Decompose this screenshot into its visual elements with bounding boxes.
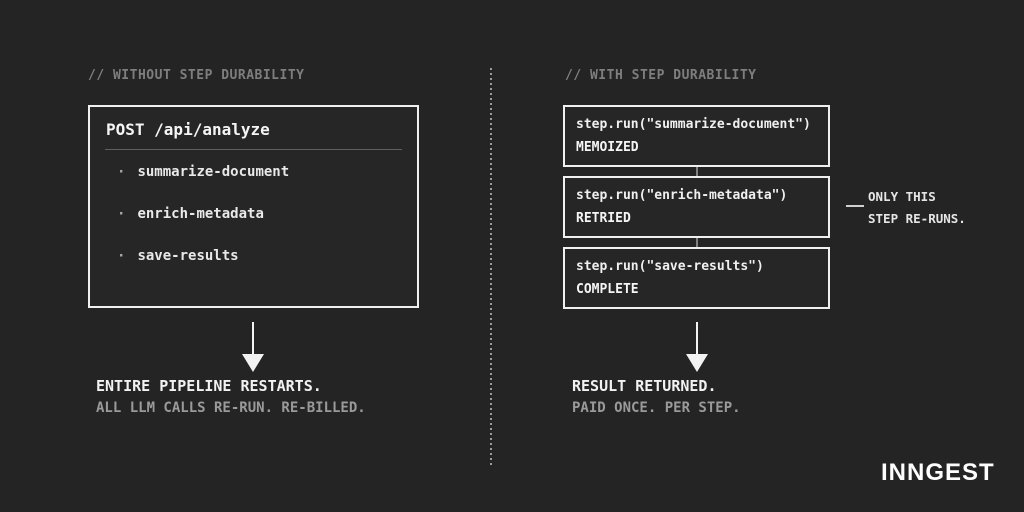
left-panel-header: // WITHOUT STEP DURABILITY	[88, 68, 305, 83]
pipeline-title: POST /api/analyze	[106, 120, 270, 139]
annotation-line1: ONLY THIS	[868, 189, 936, 204]
step-code: step.run("summarize-document")	[576, 117, 811, 132]
arrow-down-icon	[252, 322, 254, 355]
pipeline-step: · enrich-metadata	[117, 205, 264, 223]
bullet-icon: ·	[117, 248, 126, 264]
pipeline-step-label: save-results	[137, 248, 239, 264]
center-dotted-divider	[490, 68, 492, 465]
box-connector-line	[696, 238, 698, 247]
annotation-dash-line	[846, 205, 864, 207]
annotation-text: ONLY THIS STEP RE-RUNS.	[868, 186, 966, 230]
step-status: COMPLETE	[576, 282, 639, 297]
step-status: RETRIED	[576, 211, 631, 226]
arrow-down-icon	[686, 354, 708, 372]
annotation-line2: STEP RE-RUNS.	[868, 211, 966, 226]
right-panel-header: // WITH STEP DURABILITY	[565, 68, 757, 83]
arrow-down-icon	[242, 354, 264, 372]
step-status: MEMOIZED	[576, 140, 639, 155]
pipeline-step: · summarize-document	[117, 163, 289, 181]
box-connector-line	[696, 167, 698, 176]
left-result-line2: ALL LLM CALLS RE-RUN. RE-BILLED.	[96, 400, 366, 416]
pipeline-step-label: enrich-metadata	[137, 206, 264, 222]
pipeline-step-label: summarize-document	[137, 164, 290, 180]
step-box-enrich: step.run("enrich-metadata") RETRIED	[563, 176, 830, 238]
pipeline-title-divider	[105, 149, 402, 150]
left-result-line1: ENTIRE PIPELINE RESTARTS.	[96, 377, 322, 395]
step-box-save: step.run("save-results") COMPLETE	[563, 247, 830, 309]
step-code: step.run("enrich-metadata")	[576, 188, 788, 203]
right-result-text: RESULT RETURNED. PAID ONCE. PER STEP.	[572, 375, 741, 419]
pipeline-step: · save-results	[117, 247, 239, 265]
step-code: step.run("save-results")	[576, 259, 764, 274]
right-result-line1: RESULT RETURNED.	[572, 377, 717, 395]
right-result-line2: PAID ONCE. PER STEP.	[572, 400, 741, 416]
pipeline-box: POST /api/analyze · summarize-document · e…	[88, 105, 419, 308]
inngest-logo: INNGEST	[881, 459, 995, 486]
bullet-icon: ·	[117, 164, 126, 180]
left-result-text: ENTIRE PIPELINE RESTARTS. ALL LLM CALLS …	[96, 375, 366, 419]
step-box-summarize: step.run("summarize-document") MEMOIZED	[563, 105, 830, 167]
bullet-icon: ·	[117, 206, 126, 222]
arrow-down-icon	[696, 322, 698, 355]
